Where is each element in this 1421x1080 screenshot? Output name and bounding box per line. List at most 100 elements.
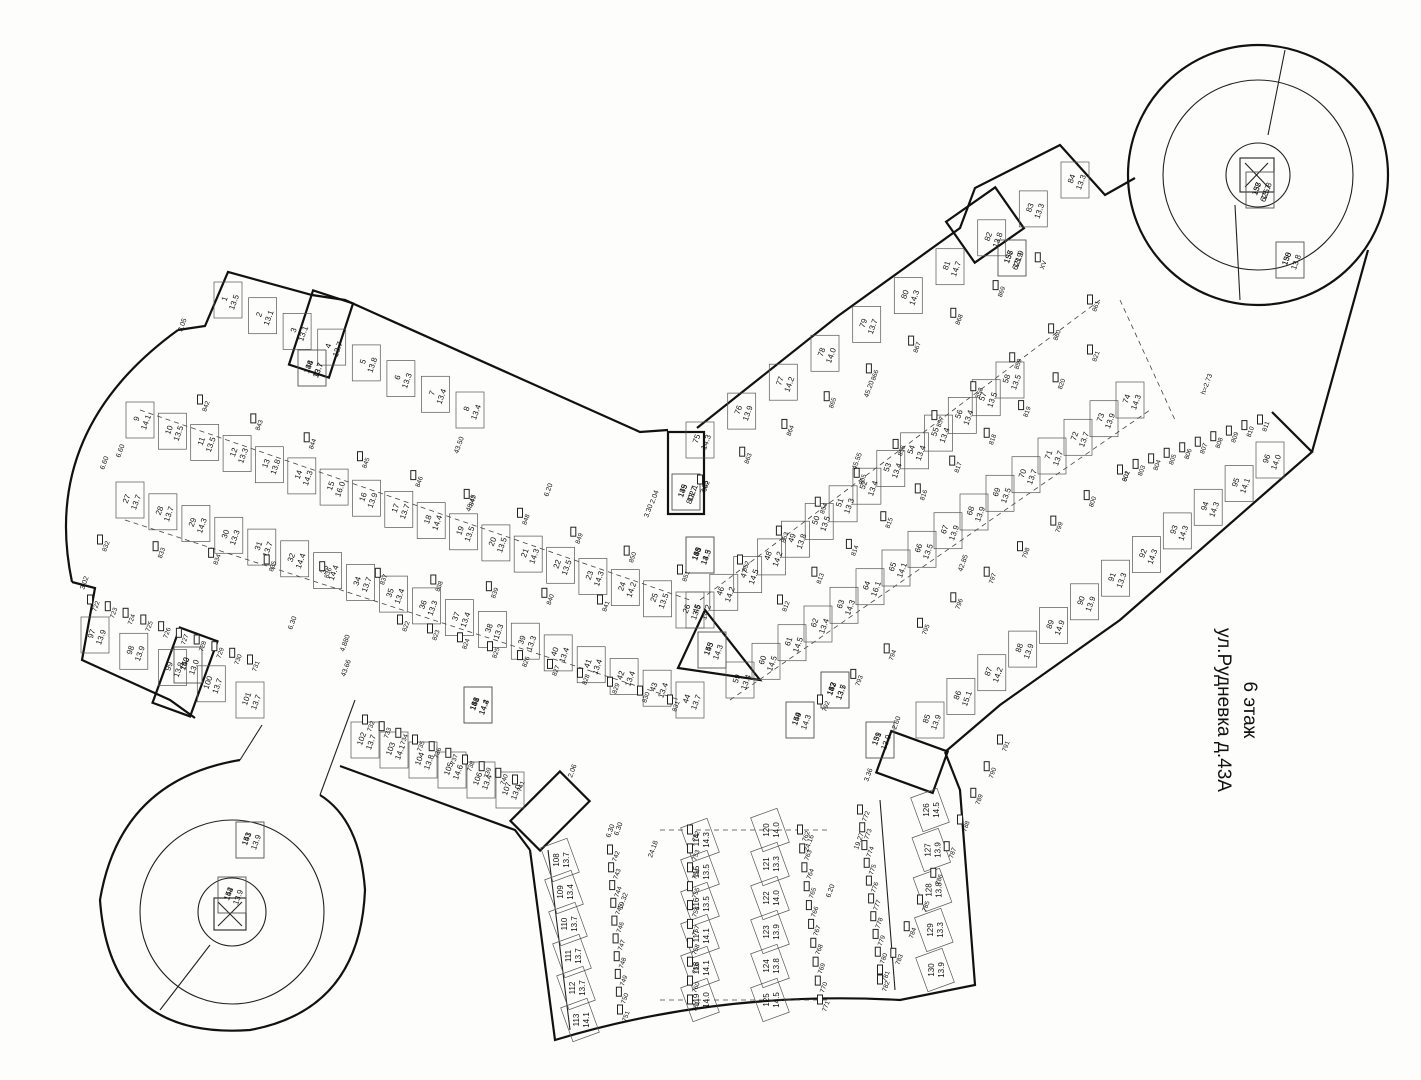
space-number: 6 (393, 373, 403, 381)
column-marker-label: 768 (815, 943, 825, 956)
column-marker-label: 755 (691, 886, 701, 899)
column-pillar (781, 418, 788, 429)
space-number: 62 (809, 617, 821, 629)
space-area: 13.9 (933, 842, 942, 858)
space-area: 13.4 (866, 479, 880, 497)
space-area: 16.0 (333, 480, 347, 498)
space-number: 106 (471, 770, 484, 786)
column-marker-label: 726 (162, 626, 172, 639)
space-number: 34 (352, 575, 364, 587)
parking-space: 161 (468, 695, 481, 711)
stairwell-south-east (874, 729, 950, 795)
parking-stall-outline (881, 549, 911, 587)
parking-stall-outline (820, 671, 850, 709)
space-area: 13.3 (525, 634, 539, 652)
dimension-label: 45.20 (863, 380, 876, 399)
column-pillar (122, 607, 129, 618)
space-number: 115 (692, 865, 701, 878)
column-pillar (487, 641, 493, 652)
column-marker-label: 740 (500, 773, 510, 786)
column-pillar (983, 566, 990, 577)
parking-space: 150 (1280, 250, 1293, 266)
parking-stall-outline (548, 901, 588, 947)
space-number: 108 (552, 853, 561, 867)
column-marker-label: 836 (324, 566, 334, 579)
column-pillar (374, 567, 381, 578)
parking-stall-outline (1018, 190, 1048, 228)
column-marker-label: 866 (870, 369, 880, 382)
column-marker-label: 769 (817, 962, 827, 975)
parking-stall-outline (158, 412, 187, 450)
space-area: 14.5 (791, 636, 805, 654)
column-pillar (362, 714, 368, 725)
space-area: 13.9 (772, 924, 781, 940)
column-marker-label: 776 (870, 881, 880, 894)
column-marker-label: 805 (1168, 453, 1178, 466)
space-area: 13.3 (936, 922, 945, 938)
parking-stall-outline (777, 624, 807, 662)
space-number: 90 (1075, 594, 1087, 606)
space-area: 13.5 (204, 435, 218, 453)
column-pillar (462, 754, 468, 765)
parking-stall-outline (1008, 630, 1038, 668)
space-area: 14.4 (430, 513, 444, 531)
column-marker-label: 843 (255, 419, 265, 432)
column-marker-label: 807 (1199, 442, 1209, 455)
building-outline (64, 143, 1314, 1042)
column-pillar (517, 650, 523, 661)
column-pillar (512, 774, 518, 785)
column-pillar (930, 867, 937, 878)
column-pillar (428, 741, 435, 752)
parking-stall-outline (675, 681, 705, 719)
space-number: 27 (121, 493, 133, 505)
space-area: 13.4 (557, 646, 571, 664)
column-marker-label: 832 (101, 540, 111, 553)
column-pillar (687, 937, 693, 948)
parking-stall-outline (685, 536, 715, 574)
column-pillar (1050, 515, 1057, 526)
column-pillar (687, 843, 693, 854)
space-area: 14.3 (1146, 547, 1160, 565)
column-marker-label: 821 (1091, 350, 1101, 363)
column-marker-label: 728 (198, 640, 208, 653)
space-area: 14.0 (772, 890, 781, 906)
space-number: 102 (355, 730, 368, 746)
space-number: 22 (552, 558, 564, 570)
triangle-core (676, 607, 763, 682)
space-number: 37 (450, 610, 462, 622)
column-pillar (395, 727, 402, 738)
space-area: 13.5 (172, 424, 186, 442)
east-wing-wall (944, 411, 1314, 753)
space-number: 123 (762, 925, 771, 939)
column-pillar (140, 614, 147, 625)
space-number: 103 (384, 740, 397, 756)
parking-stall-outline (408, 741, 438, 779)
space-number: 74 (1121, 393, 1133, 405)
column-marker-label: 757 (691, 924, 701, 937)
dimension-label: 3.30 (643, 503, 654, 518)
space-area: 13.4 (435, 387, 449, 405)
space-number: 36 (417, 598, 429, 610)
column-pillar (1132, 458, 1139, 469)
parking-stall-outline (416, 502, 446, 539)
space-number: 12 (228, 446, 240, 458)
space-number: 51 (834, 496, 846, 508)
space-number: 75 (691, 433, 703, 445)
column-marker-label: 727 (180, 633, 190, 646)
space-area: 13.8 (772, 958, 781, 974)
